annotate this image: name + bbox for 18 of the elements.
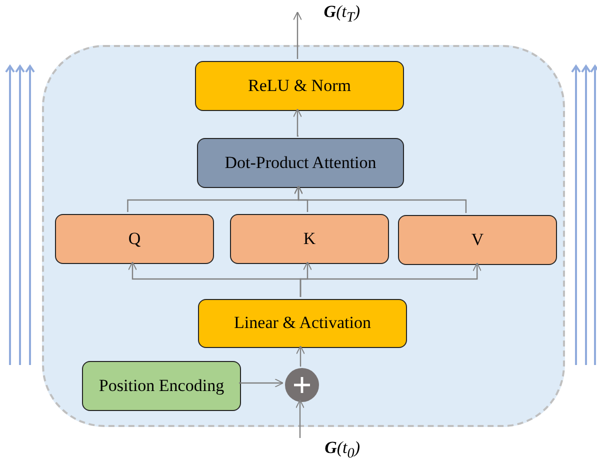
math-label: G(t$_{0}$) bbox=[324, 438, 360, 462]
process-box: Linear & Activation bbox=[198, 299, 407, 348]
arrow bbox=[300, 262, 482, 297]
arrow bbox=[293, 12, 302, 59]
math-label: G(t$_{T}$) bbox=[324, 2, 360, 26]
module-container bbox=[42, 45, 565, 427]
process-box: K bbox=[230, 214, 389, 264]
process-box: V bbox=[398, 215, 557, 265]
process-box: Dot-Product Attention bbox=[197, 138, 404, 188]
arrow bbox=[296, 346, 305, 367]
sum-circle bbox=[285, 368, 319, 402]
arrow bbox=[294, 186, 467, 213]
process-box: ReLU & Norm bbox=[195, 61, 404, 111]
arrow bbox=[239, 378, 284, 388]
process-box: Q bbox=[55, 214, 214, 264]
arrow bbox=[296, 400, 304, 438]
arrow bbox=[293, 108, 302, 137]
process-box: Position Encoding bbox=[82, 361, 241, 411]
